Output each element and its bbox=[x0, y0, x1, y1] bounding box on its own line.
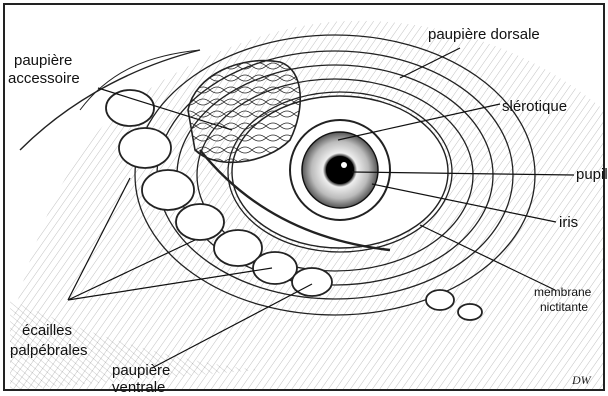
label-membrane-line1: membrane bbox=[534, 285, 591, 299]
label-pupille: pupille bbox=[576, 166, 608, 183]
label-iris: iris bbox=[559, 214, 578, 231]
pupil-shape bbox=[326, 156, 354, 184]
label-paupiere-dorsale: paupière dorsale bbox=[428, 26, 540, 43]
label-membrane-line2: nictitante bbox=[540, 300, 588, 314]
label-paupiere-accessoire-line2: accessoire bbox=[8, 70, 80, 87]
label-paupiere-ventrale-line1: paupière bbox=[112, 362, 170, 379]
label-slerotique: slérotique bbox=[502, 98, 567, 115]
label-paupiere-ventrale-line2: ventrale bbox=[112, 379, 165, 396]
label-paupiere-accessoire-line1: paupière bbox=[14, 52, 72, 69]
artist-signature: DW bbox=[571, 373, 592, 387]
label-ecailles-line2: palpébrales bbox=[10, 342, 88, 359]
label-ecailles-line1: écailles bbox=[22, 322, 72, 339]
